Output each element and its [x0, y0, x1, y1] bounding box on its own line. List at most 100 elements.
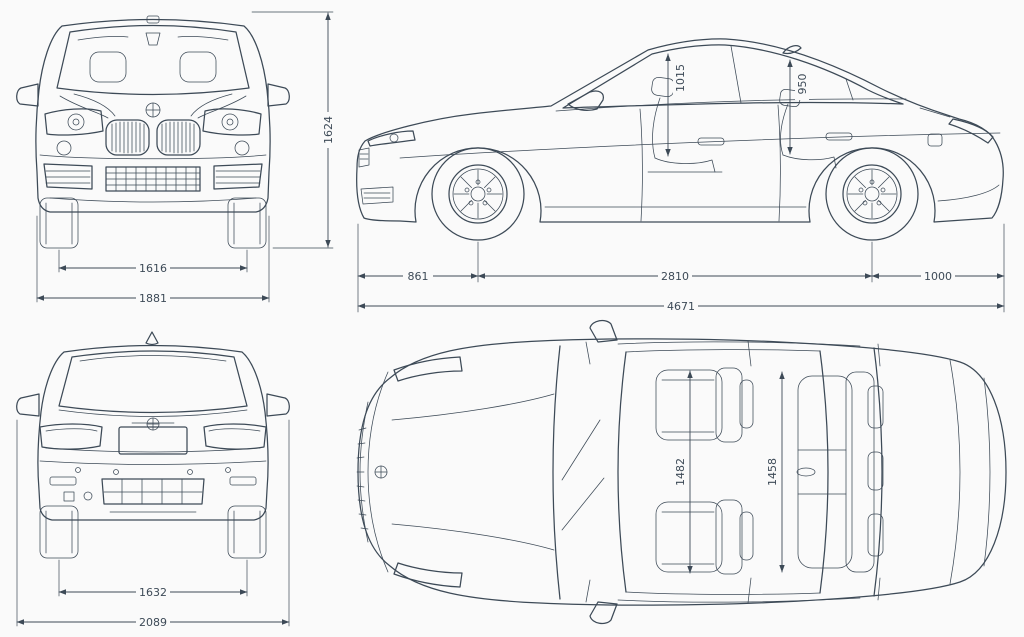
- dim-label-front-interior-width: 1482: [674, 458, 687, 486]
- fuel-door: [927, 133, 943, 147]
- door-shutlines: [639, 104, 781, 222]
- right-headrest: [179, 51, 217, 83]
- dim-label-front-headroom: 1015: [674, 64, 687, 92]
- character-line: [399, 132, 1001, 159]
- dim-label-front-overhang: 861: [408, 270, 429, 283]
- wipers: [561, 419, 605, 531]
- rear-bumper-crease: [937, 184, 1000, 202]
- fin-antenna-top: [796, 467, 816, 477]
- hood-creases-top: [391, 393, 555, 551]
- tail-contours: [949, 359, 991, 585]
- side-mirror: [567, 90, 605, 111]
- parking-sensors: [75, 467, 231, 475]
- shark-fin-antenna: [782, 45, 802, 55]
- dim-label-overall-height: 1624: [322, 116, 335, 144]
- front-wheels: [39, 197, 267, 249]
- dim-overall-length: 4671: [357, 299, 1005, 313]
- rear-window-top: [873, 347, 883, 597]
- tow-hook: [83, 491, 93, 501]
- rear-diffuser: [101, 478, 205, 505]
- rear-bench-top: [797, 371, 884, 573]
- rear-body-outline: [37, 344, 269, 521]
- roof-side-edges: [625, 349, 821, 595]
- side-glasshouse: [562, 44, 904, 109]
- bmw-roundel-icon: [145, 102, 161, 118]
- front-body-outline: [35, 18, 271, 213]
- beltline: [555, 98, 907, 112]
- rear-roundel-icon: [146, 417, 160, 431]
- rear-wheel: [825, 147, 919, 241]
- dim-label-rear-headroom: 950: [796, 74, 809, 95]
- tailgate-lines: [45, 409, 261, 453]
- dim-wheelbase: 2810: [477, 269, 873, 283]
- dim-rear-interior-width: 1458: [765, 371, 785, 573]
- left-reflector: [49, 476, 77, 486]
- dim-label-front-track: 1616: [139, 262, 167, 275]
- front-grille-edge: [358, 147, 370, 168]
- right-foglight: [234, 140, 250, 156]
- front-view-dimensions: 1624 1616 1881: [36, 11, 335, 305]
- dim-front-interior-width: 1482: [673, 370, 693, 574]
- door-cut-ticks: [585, 340, 881, 604]
- roof-antenna: [146, 15, 160, 24]
- dim-overall-height: 1624: [251, 11, 335, 249]
- side-view-drawing: [356, 38, 1004, 241]
- headlights-top: [393, 356, 463, 588]
- dim-rear-overhang: 1000: [871, 269, 1005, 283]
- dim-body-width: 1881: [36, 215, 270, 305]
- dim-rear-track: 1632: [58, 559, 248, 599]
- nose-hatching: [356, 427, 369, 530]
- dim-label-body-width: 1881: [139, 292, 167, 305]
- rearview-mirror: [145, 32, 161, 46]
- rear-view-dimensions: 1632 2089: [16, 419, 290, 629]
- top-body-outline: [357, 338, 1007, 606]
- kidney-grille: [105, 119, 201, 156]
- windshield-top: [552, 345, 561, 600]
- license-plate-recess: [118, 426, 188, 455]
- top-roundel-icon: [374, 465, 388, 479]
- front-wheel: [431, 147, 525, 241]
- dim-label-rear-overhang: 1000: [924, 270, 952, 283]
- rear-window: [58, 350, 248, 414]
- top-view-dimensions: 1482 1458: [673, 370, 785, 574]
- dim-label-rear-interior-width: 1458: [766, 458, 779, 486]
- right-reflector: [229, 476, 257, 486]
- rear-shark-fin: [145, 331, 159, 346]
- roof-rear-edge: [819, 350, 829, 594]
- dim-label-rear-track: 1632: [139, 586, 167, 599]
- dim-label-overall-length: 4671: [667, 300, 695, 313]
- rear-side-mirrors: [16, 393, 290, 417]
- left-foglight: [56, 140, 72, 156]
- front-seats-top: [655, 367, 754, 575]
- top-view-drawing: [356, 319, 1007, 625]
- roof-front-edge: [617, 351, 627, 593]
- pillars: [730, 45, 854, 104]
- dim-front-track: 1616: [58, 249, 248, 275]
- side-air-intakes: [43, 163, 263, 190]
- taillights: [39, 423, 267, 450]
- side-body-outline: [356, 38, 1004, 223]
- dim-width-with-mirrors: 2089: [16, 419, 290, 629]
- dim-label-wheelbase: 2810: [661, 270, 689, 283]
- center-air-intake: [105, 166, 201, 192]
- trunk-shutline: [919, 107, 951, 118]
- rear-view-drawing: [16, 331, 290, 559]
- bumper-crease: [39, 154, 267, 160]
- dim-label-width-with-mirrors: 2089: [139, 616, 167, 629]
- front-side-mirrors: [16, 83, 290, 107]
- front-lower-intake: [360, 186, 394, 205]
- windshield: [56, 24, 250, 96]
- headlights: [44, 108, 262, 136]
- rear-bumper-top: [39, 460, 267, 465]
- rear-wheels: [39, 505, 267, 559]
- left-headrest: [89, 51, 127, 83]
- dim-front-overhang: 861: [357, 269, 479, 283]
- dim-rear-headroom: 950: [787, 59, 809, 155]
- dim-front-headroom: 1015: [665, 53, 687, 157]
- front-lip: [49, 197, 257, 203]
- sun-visors: [77, 36, 229, 41]
- side-glass-lines: [617, 341, 861, 603]
- headlight-lens: [389, 133, 399, 143]
